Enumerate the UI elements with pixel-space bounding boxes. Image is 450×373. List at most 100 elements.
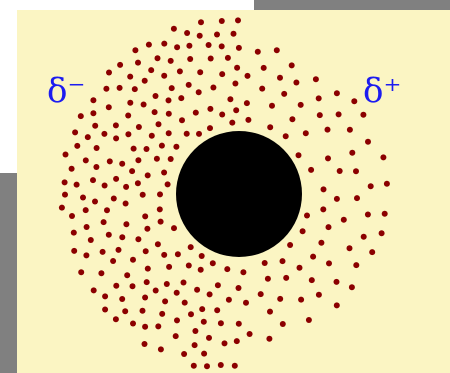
electron-dot (353, 168, 359, 174)
electron-dot (336, 111, 342, 117)
electron-dot (274, 47, 280, 53)
electron-dot (161, 41, 167, 47)
electron-dot (219, 71, 225, 77)
electron-dot (281, 91, 287, 97)
electron-dot (69, 166, 75, 172)
electron-dot (198, 19, 204, 25)
electron-dot (106, 232, 112, 238)
electron-dot (196, 131, 202, 137)
electron-dot (300, 228, 306, 234)
electron-dot (152, 109, 158, 115)
electron-dot (174, 44, 180, 50)
electron-dot (157, 206, 163, 212)
electron-dot (204, 363, 210, 369)
electron-dot (334, 196, 340, 202)
electron-dot (289, 116, 295, 122)
electron-dot (144, 226, 150, 232)
electron-dot (140, 192, 146, 198)
electron-dot (83, 252, 89, 258)
electron-dot (84, 224, 90, 230)
electron-dot (369, 249, 375, 255)
electron-dot (280, 321, 286, 327)
electron-dot (201, 319, 207, 325)
electron-dot (83, 207, 89, 213)
electron-dot (144, 146, 150, 152)
electron-dot (326, 224, 332, 230)
electron-dot (177, 68, 183, 74)
electron-dot (207, 125, 213, 131)
electron-dot (171, 225, 177, 231)
electron-dot (196, 89, 202, 95)
electron-dot (218, 320, 224, 326)
electron-dot (90, 177, 96, 183)
electron-dot (186, 43, 192, 49)
electron-dot (130, 283, 136, 289)
electron-dot (277, 296, 283, 302)
electron-dot (98, 270, 104, 276)
electron-dot (193, 110, 199, 116)
electron-dot (210, 260, 216, 266)
atom-nucleus (176, 131, 302, 257)
electron-dot (379, 230, 385, 236)
electron-dot (117, 85, 123, 91)
electron-dot (59, 205, 65, 211)
electron-dot (69, 213, 75, 219)
electron-dot (144, 279, 150, 285)
electron-dot (349, 284, 355, 290)
electron-dot (181, 351, 187, 357)
electron-dot (142, 324, 148, 330)
electron-dot (116, 247, 122, 253)
electron-dot (175, 251, 181, 257)
electron-dot (244, 100, 250, 106)
electron-dot (174, 290, 180, 296)
electron-dot (186, 263, 192, 269)
electron-dot (298, 102, 304, 108)
electron-dot (382, 211, 388, 217)
electron-dot (269, 103, 275, 109)
electron-dot (130, 321, 136, 327)
electron-dot (218, 362, 224, 368)
electron-dot (132, 47, 138, 53)
electron-dot (361, 234, 367, 240)
electron-dot (106, 104, 112, 110)
electron-dot (317, 112, 323, 118)
electron-dot (90, 110, 96, 116)
electron-dot (135, 236, 141, 242)
electron-dot (166, 130, 172, 136)
electron-dot (93, 164, 99, 170)
electron-dot (88, 237, 94, 243)
electron-dot (153, 93, 159, 99)
electron-dot (283, 133, 289, 139)
electron-dot (229, 120, 235, 126)
electron-dot (197, 69, 203, 75)
electron-dot (240, 269, 246, 275)
electron-dot (142, 341, 148, 347)
electron-dot (236, 321, 242, 327)
electron-dot (110, 258, 116, 264)
electron-dot (296, 152, 302, 158)
electron-dot (113, 135, 119, 141)
electron-dot (321, 186, 327, 192)
electron-dot (71, 230, 77, 236)
electron-dot (368, 183, 374, 189)
electron-dot (191, 363, 197, 369)
electron-dot (347, 127, 353, 133)
electron-dot (168, 58, 174, 64)
electron-dot (125, 113, 131, 119)
electron-dot (224, 266, 230, 272)
electron-dot (127, 100, 133, 106)
electron-dot (119, 161, 125, 167)
electron-dot (247, 331, 253, 337)
electron-dot (92, 199, 98, 205)
electron-dot (380, 154, 386, 160)
electron-dot (149, 133, 155, 139)
electron-dot (316, 95, 322, 101)
electron-dot (267, 124, 273, 130)
electron-dot (226, 297, 232, 303)
electron-dot (186, 82, 192, 88)
electron-dot (365, 139, 371, 145)
electron-dot (334, 279, 340, 285)
electron-dot (316, 292, 322, 298)
electron-dot (287, 242, 293, 248)
electron-dot (349, 150, 355, 156)
